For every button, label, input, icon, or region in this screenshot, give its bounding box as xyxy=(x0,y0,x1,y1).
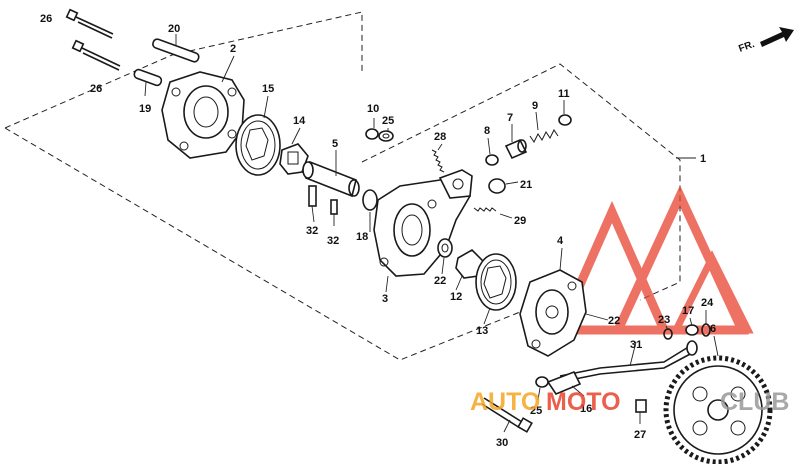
label-29: 29 xyxy=(514,215,526,227)
label-23: 23 xyxy=(658,314,670,326)
assembly-boundary xyxy=(4,11,681,361)
bushing-22 xyxy=(437,238,453,258)
bracket-16 xyxy=(546,370,582,395)
label-5: 5 xyxy=(332,138,338,150)
spring-pin-28 xyxy=(431,149,445,173)
label-8: 8 xyxy=(484,125,490,137)
label-22-right: 22 xyxy=(608,315,620,327)
label-25-bottom: 25 xyxy=(530,405,542,417)
valve-8 xyxy=(485,154,499,166)
label-15: 15 xyxy=(262,83,274,95)
label-1: 1 xyxy=(700,153,706,165)
label-24: 24 xyxy=(701,297,714,309)
bolt-26-bottom xyxy=(71,39,121,71)
watermark-logo xyxy=(553,185,754,335)
label-9: 9 xyxy=(532,100,538,112)
plug-21 xyxy=(488,178,506,194)
label-7: 7 xyxy=(507,112,513,124)
label-2: 2 xyxy=(230,43,236,55)
o-ring-18 xyxy=(362,189,378,211)
label-6: 6 xyxy=(710,323,716,335)
label-4: 4 xyxy=(557,235,564,247)
label-16: 16 xyxy=(580,403,592,415)
label-26-bottom: 26 xyxy=(90,83,102,95)
bolt-27 xyxy=(635,399,647,413)
dowel-pin-19 xyxy=(133,68,163,87)
inner-rotor-14 xyxy=(279,143,309,175)
pump-body-3 xyxy=(373,169,473,277)
label-12: 12 xyxy=(450,291,462,303)
label-14: 14 xyxy=(293,115,306,127)
washer-25-top xyxy=(378,130,394,142)
label-19: 19 xyxy=(139,103,151,115)
pump-shaft-5 xyxy=(302,160,360,198)
pin-32-b xyxy=(330,199,338,215)
part-labels: 26 20 2 26 19 15 14 5 32 32 10 25 28 8 7… xyxy=(40,13,716,449)
label-25-top: 25 xyxy=(382,115,394,127)
washer-17 xyxy=(685,324,699,336)
sprocket-6 xyxy=(663,355,773,464)
label-17: 17 xyxy=(682,305,694,317)
pin-32-a xyxy=(308,185,317,207)
pump-body-2 xyxy=(161,71,245,159)
watermark-moto: MOTO xyxy=(546,388,621,416)
nut-10 xyxy=(365,128,379,140)
watermark-club: CLUB xyxy=(720,388,789,416)
label-10: 10 xyxy=(367,103,379,115)
label-32-a: 32 xyxy=(306,225,318,237)
label-3: 3 xyxy=(382,293,388,305)
oil-pipe-31 xyxy=(559,340,698,383)
label-27: 27 xyxy=(634,429,646,441)
spring-pin-29 xyxy=(473,207,497,212)
watermark-auto: AUTO xyxy=(470,388,540,416)
fr-label: FR. xyxy=(737,39,756,55)
front-direction-marker: FR. xyxy=(737,27,794,55)
bolt-30 xyxy=(481,397,533,433)
label-22-left: 22 xyxy=(434,275,446,287)
outer-rotor-13 xyxy=(475,253,517,311)
relief-valve-7 xyxy=(504,138,528,160)
front-direction-arrow-icon xyxy=(760,27,794,47)
outer-rotor-15 xyxy=(235,114,281,176)
label-21: 21 xyxy=(520,179,532,191)
label-20: 20 xyxy=(168,23,180,35)
bolt-26-top xyxy=(65,8,114,39)
label-32-b: 32 xyxy=(327,235,339,247)
spring-9 xyxy=(529,129,559,143)
label-26-top: 26 xyxy=(40,13,52,25)
label-18: 18 xyxy=(356,231,368,243)
pump-cover-4 xyxy=(519,269,587,357)
cap-11 xyxy=(558,114,572,126)
label-11: 11 xyxy=(558,88,570,100)
label-13-left: 13 xyxy=(476,325,488,337)
leader-lines xyxy=(144,34,719,433)
washer-25-bottom xyxy=(535,376,549,388)
label-30: 30 xyxy=(496,437,508,449)
watermark-text: AUTO MOTO CLUB xyxy=(470,388,789,416)
label-28: 28 xyxy=(434,131,446,143)
label-31: 31 xyxy=(630,339,642,351)
dowel-pin-20 xyxy=(152,38,200,63)
